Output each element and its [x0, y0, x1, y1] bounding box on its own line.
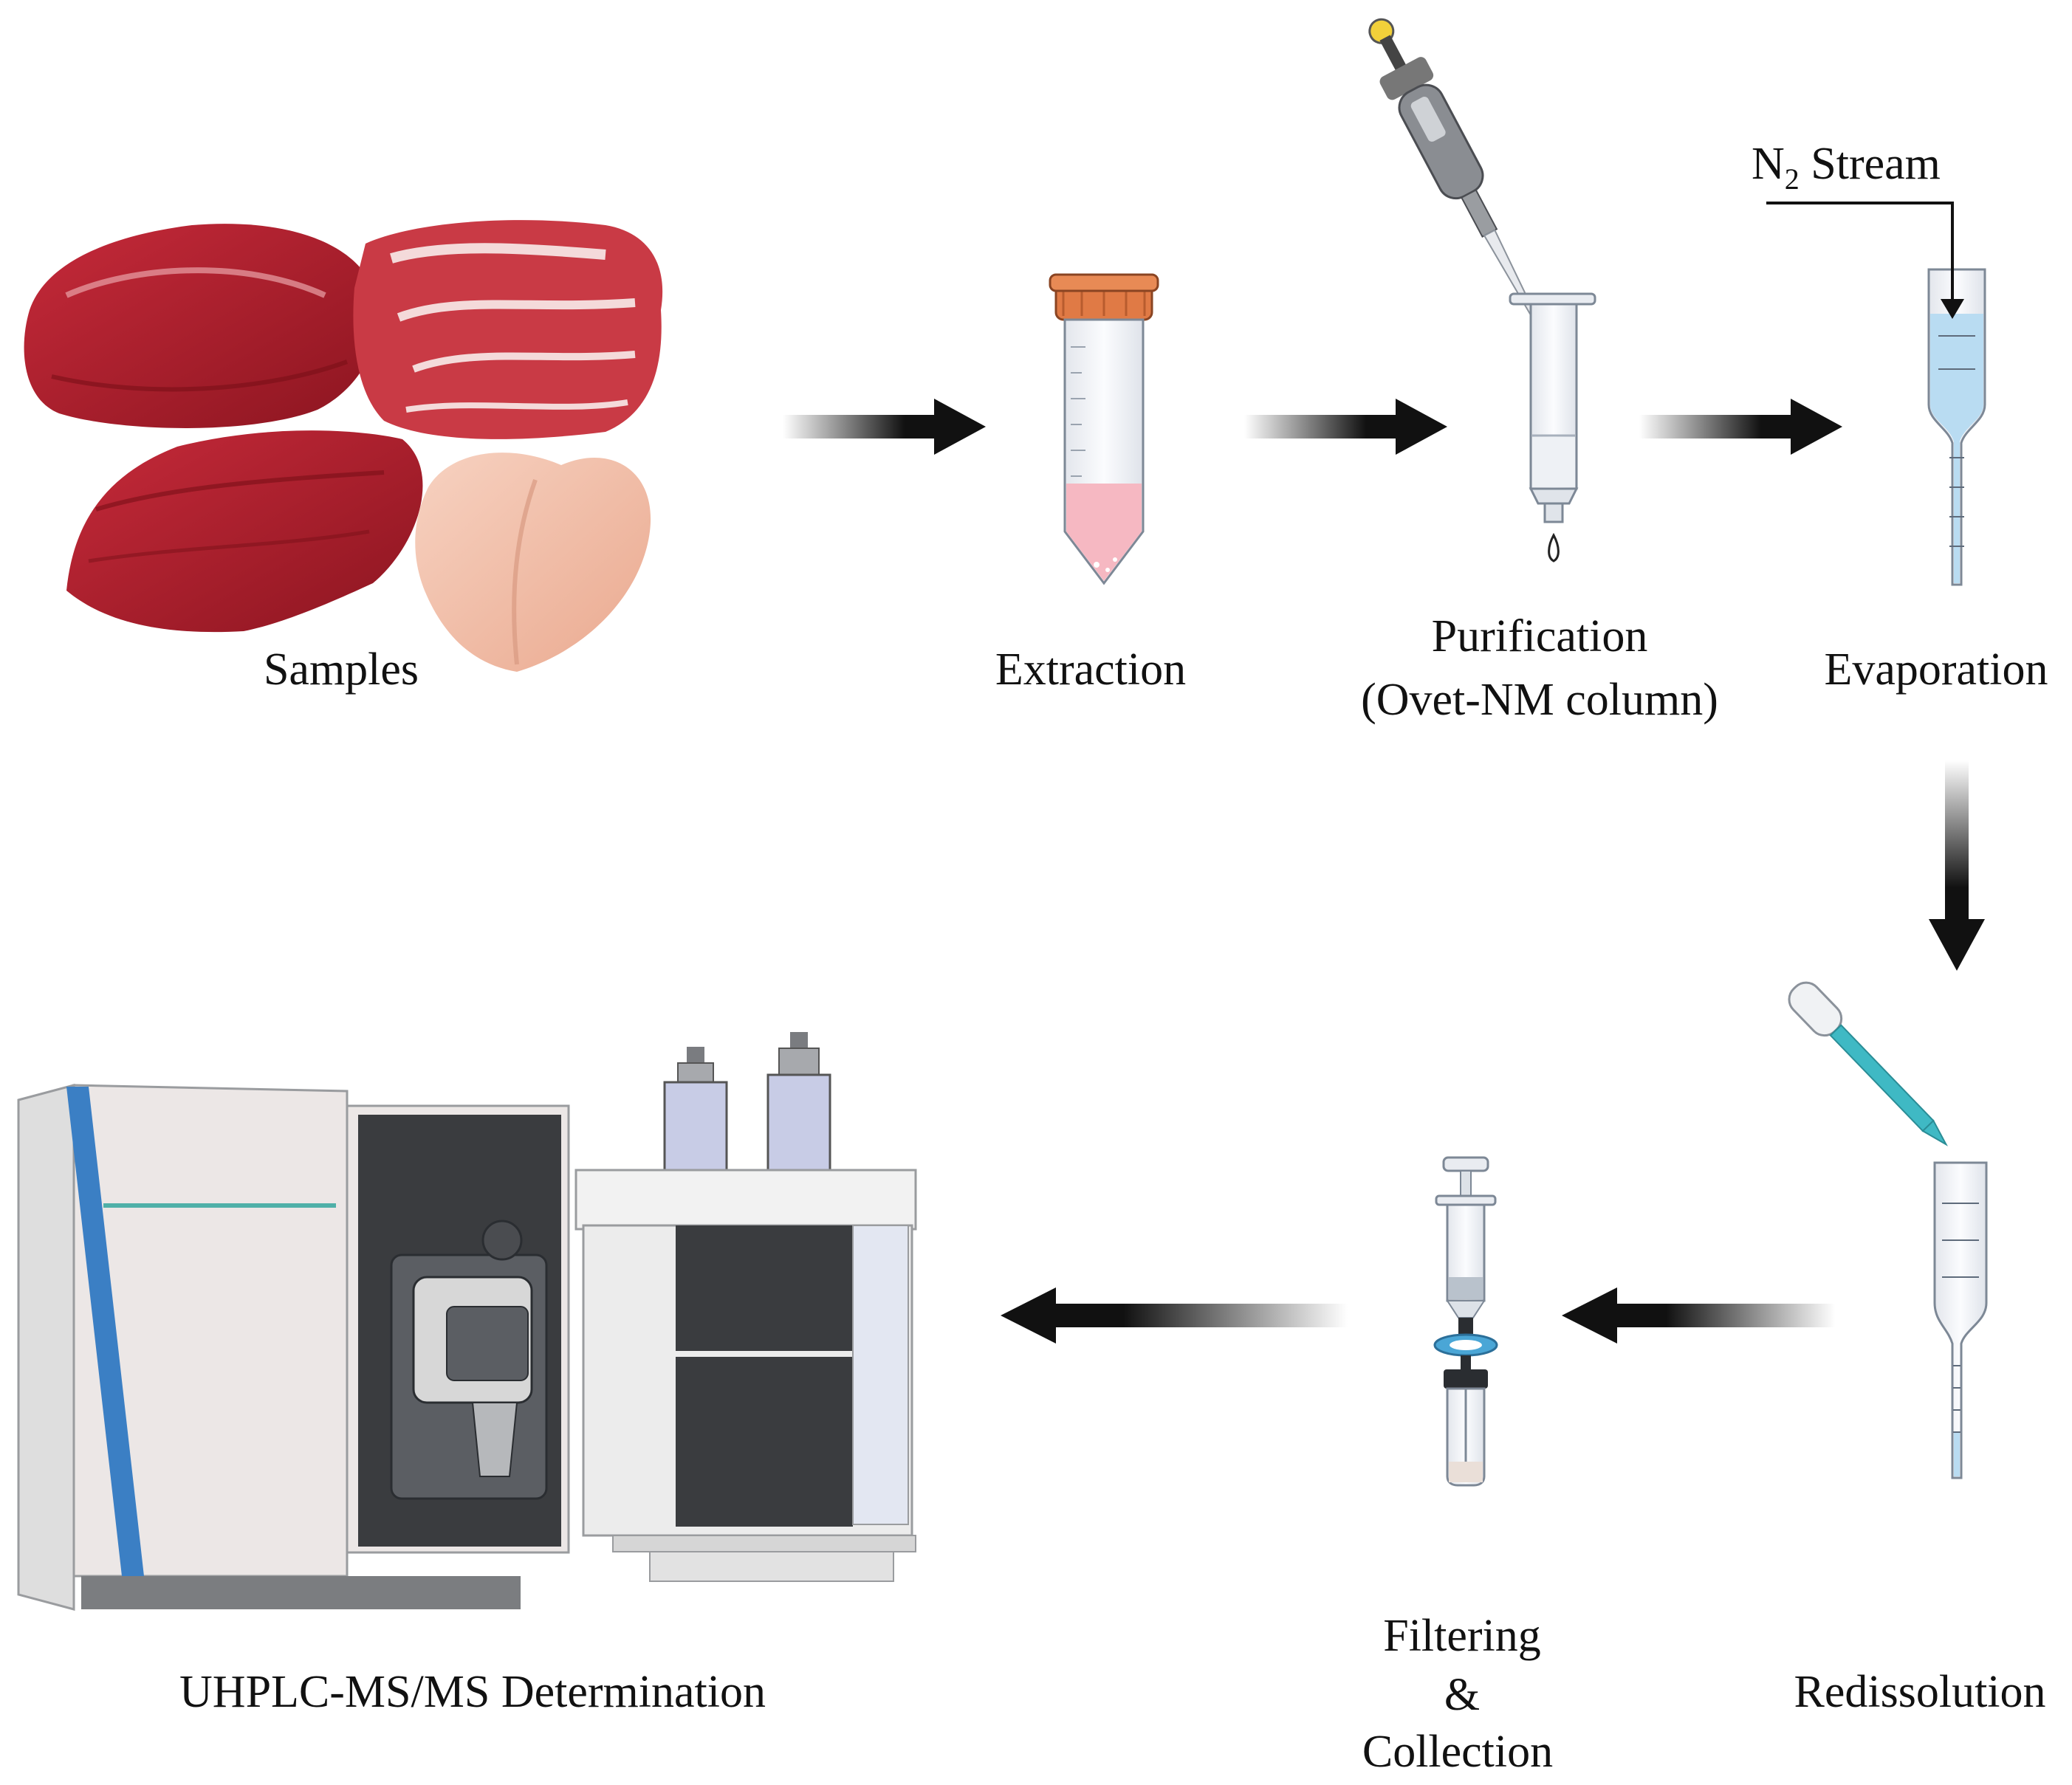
label-samples: Samples	[264, 644, 419, 695]
spe-column-icon	[1509, 292, 1596, 563]
arrow-redissolution-to-filtering	[1562, 1287, 1835, 1344]
evaporation-tube-icon	[1927, 268, 1986, 586]
syringe-filter-icon	[1433, 1156, 1498, 1487]
label-redissolution: Redissolution	[1794, 1667, 2045, 1717]
centrifuge-tube-icon	[1049, 273, 1159, 585]
dropper-icon	[1788, 981, 1948, 1146]
label-evaporation: Evaporation	[1824, 644, 2048, 695]
arrow-purification-to-evaporation	[1639, 399, 1842, 455]
label-purification-column: (Ovet-NM column)	[1361, 675, 1718, 725]
pipette-icon	[1368, 18, 1545, 335]
meat-samples-image	[24, 220, 663, 672]
label-purification: Purification	[1432, 611, 1648, 661]
arrow-filtering-to-uhplc	[1001, 1287, 1348, 1344]
n2-stream-arrow	[1766, 202, 1964, 319]
uhplc-instrument-icon	[17, 1032, 917, 1611]
label-extraction: Extraction	[995, 644, 1186, 695]
label-filtering: Filtering	[1383, 1611, 1541, 1661]
label-ampersand: &	[1444, 1670, 1480, 1720]
label-collection: Collection	[1362, 1727, 1553, 1777]
solvent-bottle-icon	[766, 1032, 831, 1175]
arrow-extraction-to-purification	[1244, 399, 1447, 455]
label-uhplc-determination: UHPLC-MS/MS Determination	[179, 1667, 766, 1717]
arrow-samples-to-extraction	[783, 399, 986, 455]
redissolution-tube-icon	[1933, 1161, 1988, 1479]
label-n2-stream: N2 Stream	[1752, 139, 1941, 196]
arrow-evaporation-to-redissolution	[1929, 760, 1985, 971]
solvent-bottle-icon	[663, 1047, 728, 1175]
